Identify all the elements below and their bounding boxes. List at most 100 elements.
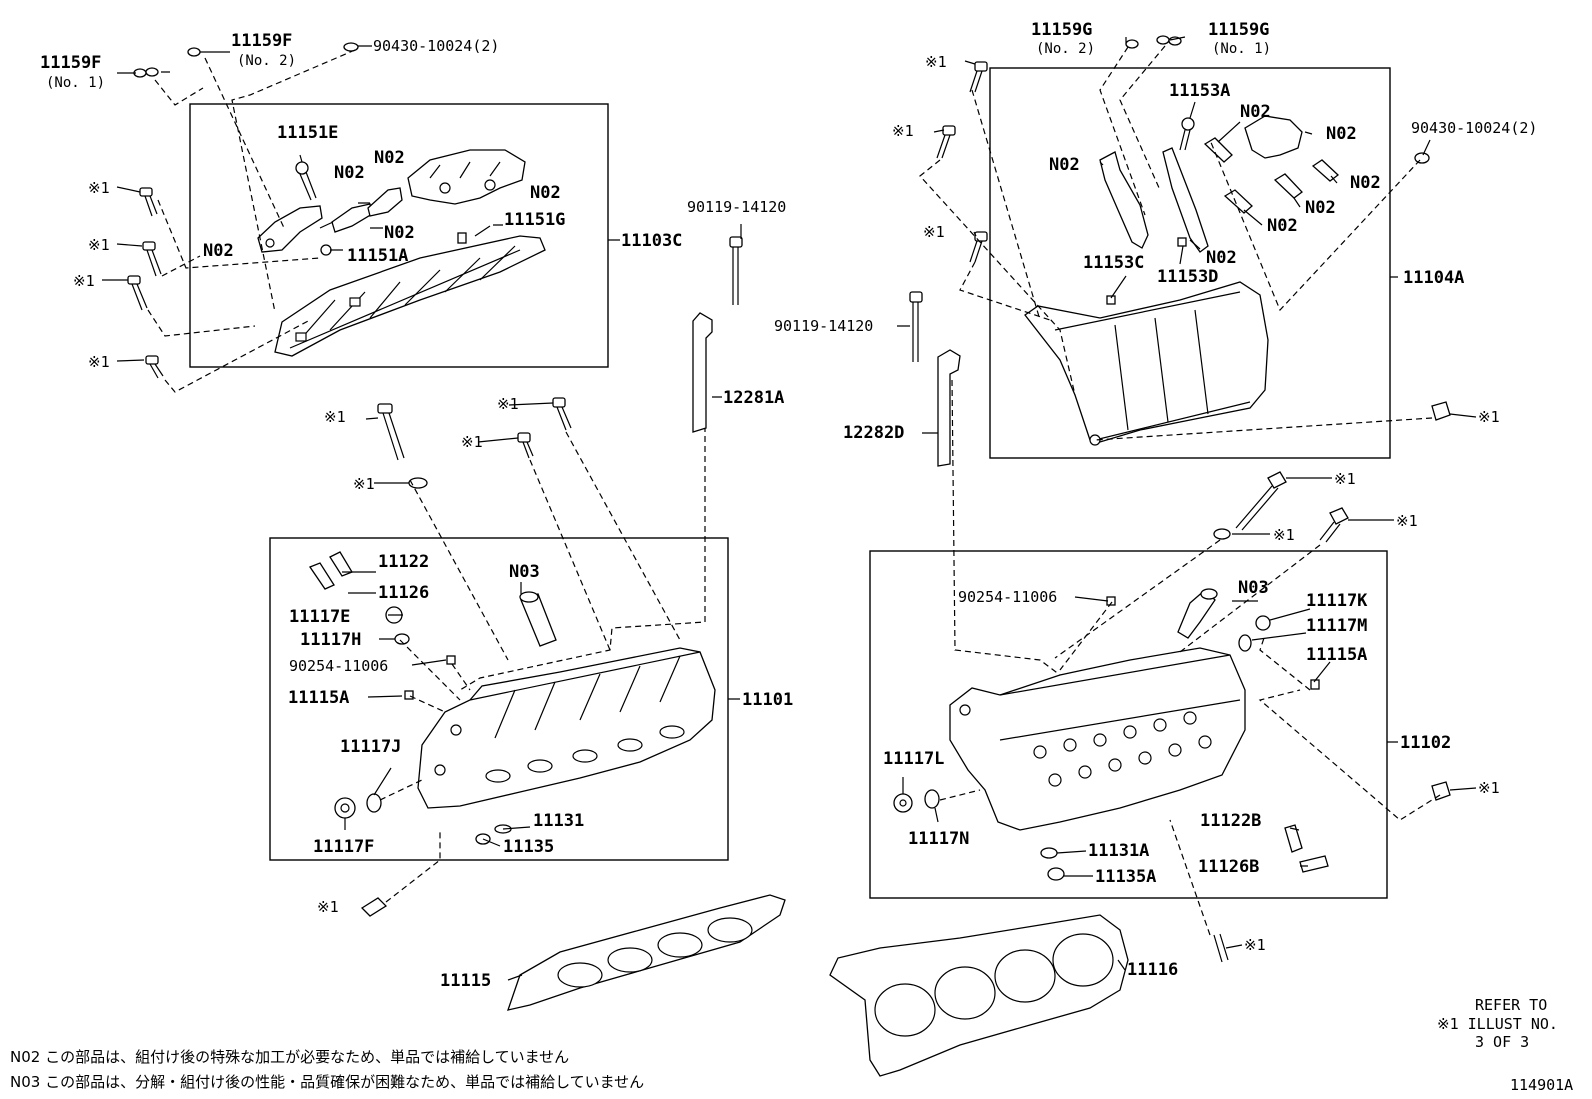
refer-line-3: 3 OF 3 (1475, 1033, 1529, 1051)
label-11117H: 11117H (300, 630, 361, 650)
label-11131A: 11131A (1088, 841, 1149, 861)
label-11159G-no1-sub: (No. 1) (1212, 41, 1271, 57)
label-n02-r1: N02 (1240, 102, 1271, 122)
group-box-11102 (869, 550, 1388, 899)
label-90254-left: 90254-11006 (289, 657, 388, 675)
label-11151E: 11151E (277, 123, 338, 143)
label-n02-r3: N02 (1049, 155, 1080, 175)
label-x1-r9: ※1 (1244, 936, 1266, 954)
bolt-x1-lower-left (360, 897, 388, 917)
label-11126B: 11126B (1198, 857, 1259, 877)
label-90119-left: 90119-14120 (687, 198, 786, 216)
bolt-x1-left-2 (142, 241, 162, 277)
pin-11153D (1177, 237, 1187, 247)
label-n03-right: N03 (1238, 578, 1269, 598)
label-x1-r8: ※1 (1478, 779, 1500, 797)
bearing-caps-right-small (1203, 137, 1340, 214)
seal-11159G-no1 (1156, 35, 1182, 46)
bolt-x1-mid-2 (517, 432, 534, 459)
label-11117M: 11117M (1306, 616, 1367, 636)
bolt-x1-mid-3 (552, 397, 572, 431)
label-x1-r1: ※1 (925, 53, 947, 71)
bolt-x1-left-3 (127, 275, 148, 311)
group-box-11104A (989, 67, 1391, 459)
label-x1-m1: ※1 (324, 408, 346, 426)
plug-n03-left (519, 591, 557, 647)
label-n02-l2: N02 (374, 148, 405, 168)
plug-11117F (334, 797, 356, 819)
dowel-11122B (1284, 824, 1303, 853)
gasket-11117M (1238, 634, 1252, 652)
label-x1-l1: ※1 (88, 179, 110, 197)
label-11159F-no1: 11159F (40, 53, 101, 73)
label-11151G: 11151G (504, 210, 565, 230)
label-11117F: 11117F (313, 837, 374, 857)
cylinder-head-right (949, 647, 1246, 831)
label-12282D: 12282D (843, 423, 904, 443)
illustration-id: 114901A (1510, 1076, 1573, 1094)
label-11115A-left: 11115A (288, 688, 349, 708)
bolt-x1-left-4 (145, 355, 164, 379)
gasket-11115 (507, 894, 786, 1011)
bracket-12282D (937, 349, 961, 467)
label-11115A-right: 11115A (1306, 645, 1367, 665)
label-n03-left: N03 (509, 562, 540, 582)
label-n02-l1: N02 (334, 163, 365, 183)
label-11151A: 11151A (347, 246, 408, 266)
gasket-11116 (829, 914, 1129, 1077)
washer-x1-right-head (1213, 528, 1231, 540)
bolt-x1-right-4 (1431, 401, 1451, 421)
label-11117E: 11117E (289, 607, 350, 627)
label-11116: 11116 (1127, 960, 1178, 980)
pin-11115A-left (404, 690, 414, 700)
label-11135A: 11135A (1095, 867, 1156, 887)
label-n02-l4: N02 (384, 223, 415, 243)
cylinder-head-left (417, 647, 716, 809)
label-11153D: 11153D (1157, 267, 1218, 287)
label-x1-r7: ※1 (1396, 512, 1418, 530)
seal-11159G-no2 (1125, 39, 1139, 49)
plug-n03-right (1177, 588, 1218, 639)
cam-housing-cover-left (407, 149, 526, 205)
bolt-x1-right-lower (1213, 933, 1229, 963)
pin-11151G (457, 232, 467, 244)
bolt-x1-mid-1 (377, 403, 405, 461)
bolt-x1-right-3 (969, 231, 988, 263)
cam-housing-right (1024, 281, 1269, 446)
label-11104A: 11104A (1403, 268, 1464, 288)
label-x1-l2: ※1 (88, 236, 110, 254)
label-11101: 11101 (742, 690, 793, 710)
label-x1-r2: ※1 (892, 122, 914, 140)
pin-90254-left (446, 655, 456, 665)
label-11159G-no1: 11159G (1208, 20, 1269, 40)
refer-line-1: REFER TO (1475, 996, 1547, 1014)
bolt-x1-left-1 (139, 187, 158, 217)
bearing-cap-right-3 (1244, 115, 1303, 159)
bolt-11153A (1179, 117, 1195, 151)
label-x1-r5: ※1 (1334, 470, 1356, 488)
bearing-cap-right-front (1099, 151, 1149, 249)
label-n02-r6: N02 (1267, 216, 1298, 236)
label-x1-m4: ※1 (461, 433, 483, 451)
label-x1-m3: ※1 (497, 395, 519, 413)
label-11135: 11135 (503, 837, 554, 857)
label-n02-l3: N02 (530, 183, 561, 203)
label-90119-right: 90119-14120 (774, 317, 873, 335)
label-11159G-no2: 11159G (1031, 20, 1092, 40)
group-box-11103C (189, 103, 609, 368)
note-n02: N02 この部品は、組付け後の特殊な加工が必要なため、単品では補給していません (10, 1048, 569, 1066)
label-11122B: 11122B (1200, 811, 1261, 831)
label-12281A: 12281A (723, 388, 784, 408)
plug-11117L (893, 793, 913, 813)
bolt-x1-right-1 (969, 61, 988, 93)
bearing-cap-left-3 (367, 187, 403, 217)
label-x1-m2: ※1 (353, 475, 375, 493)
bolt-90119-left (729, 236, 743, 305)
label-n02-l5: N02 (203, 241, 234, 261)
label-11159F-no2-sub: (No. 2) (237, 53, 296, 69)
bolt-11151E (295, 161, 317, 201)
note-n03: N03 この部品は、分解・組付け後の性能・品質確保が困難なため、単品では補給して… (10, 1073, 644, 1091)
label-n02-r5: N02 (1305, 198, 1336, 218)
label-x1-l4: ※1 (88, 353, 110, 371)
